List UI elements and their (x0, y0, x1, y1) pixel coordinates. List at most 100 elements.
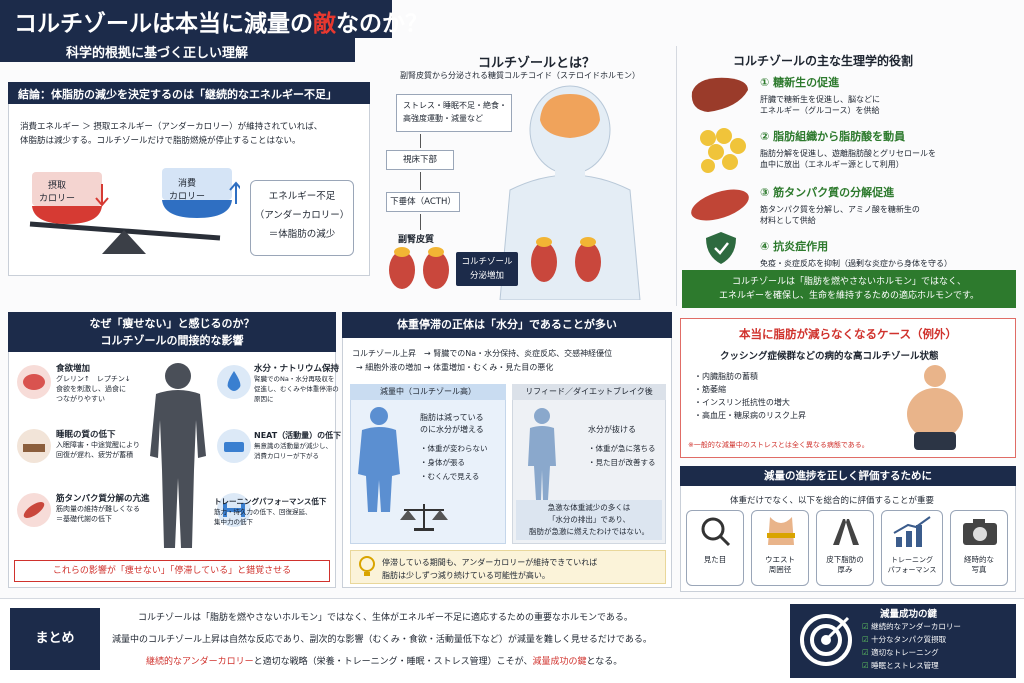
role-item: ① 糖新生の促進 肝臓で糖新生を促進し、脳などに エネルギー（グルコース）を供給 (760, 74, 880, 116)
keys-heading: 減量成功の鍵 (880, 609, 938, 620)
why-item: トレーニングパフォーマンス低下 筋力・持久力の低下、回復遅延、 集中力の低下 (214, 496, 326, 527)
why-item-title: トレーニングパフォーマンス低下 (214, 497, 327, 506)
callout-line: 急激な体重減少の多くは (547, 503, 631, 512)
stressor-line: ストレス・睡眠不足・絶食・ (403, 101, 507, 110)
why-heading-line: コルチゾールの間接的な影響 (100, 334, 244, 347)
flow-arrow (420, 134, 421, 148)
why-item-desc: 食欲を刺激し、過食に (56, 385, 126, 393)
summary-emphasis: 継続的なアンダーカロリー (146, 657, 254, 667)
muscle-fiber-icon (17, 493, 51, 527)
secretion-line: コルチゾール (461, 257, 513, 267)
silhouette-figure (150, 363, 206, 548)
assess-card-appearance: 見た目 (686, 510, 744, 586)
role-number: ③ (760, 186, 770, 199)
right-note: 水分が抜ける ・体重が急に落ちる ・見た目が改善する (588, 424, 656, 470)
magnifier-icon (701, 517, 731, 547)
page-title: コルチゾールは本当に減量の敵なのか？ (14, 4, 428, 38)
key-item: ☑ 継続的なアンダーカロリー (862, 620, 961, 633)
exception-item: ・インスリン抵抗性の増大 (694, 398, 790, 407)
deficit-line: （アンダーカロリー） (254, 210, 350, 221)
card-heading: 減量中（コルチゾール高） (350, 384, 506, 400)
intake-label: 摂取カロリー (37, 178, 77, 204)
bar-chart-icon (893, 516, 931, 547)
left-note-line: 脂肪は減っている (420, 413, 484, 422)
sofa-icon (217, 429, 251, 463)
left-bullet: ・身体が張る (420, 458, 465, 467)
divider (676, 46, 677, 306)
why-item-title: NEAT（活動量）の低下 (254, 431, 342, 440)
conclusion-text: 体脂肪は減少する。コルチゾールだけで脂肪燃焼が停止することはない。 (20, 136, 301, 146)
why-item-desc: つながりやすい (56, 395, 105, 403)
right-bullet: ・体重が急に落ちる (588, 444, 656, 453)
exception-subtitle: クッシング症候群などの病的な高コルチゾール状態 (720, 351, 939, 362)
why-item-desc: グレリン↑ レプチン↓ (56, 375, 131, 383)
why-item-desc: 入眠障害・中途覚醒により (56, 441, 140, 449)
what-heading: コルチゾールとは？ (478, 56, 596, 71)
key-item: ☑ 睡眠とストレス管理 (862, 659, 961, 672)
why-item-desc: 筋肉量の維持が難しくなる (56, 505, 140, 513)
exception-heading: 本当に脂肪が減らなくなるケース（例外） (739, 327, 957, 341)
shield-icon (706, 232, 736, 264)
pituitary-box: 下垂体（ACTH） (386, 192, 460, 212)
key-text: 十分なタンパク質摂取 (871, 635, 947, 644)
why-item-title: 睡眠の質の低下 (56, 430, 116, 440)
title-bar (0, 0, 392, 38)
title-part: コルチゾールは本当に減量の (14, 11, 313, 37)
why-item-desc: 無意識の活動量が減少し、 (254, 442, 332, 450)
why-heading: なぜ「痩せない」と感じるのか？ コルチゾールの間接的な影響 (8, 312, 336, 352)
flow-arrow (420, 214, 421, 230)
flow-arrow (420, 172, 421, 190)
title-part: なのか？ (336, 11, 428, 37)
callout-line: 脂肪が急激に燃えたわけではない。 (529, 527, 649, 536)
assess-card-performance: トレーニング パフォーマンス (881, 510, 943, 586)
water-flow: → 細胞外液の増加 → 体重増加・むくみ・見た目の悪化 (356, 363, 554, 372)
balance-scale-icon (29, 168, 240, 254)
key-text: 継続的なアンダーカロリー (871, 622, 961, 631)
check-icon: ☑ (862, 648, 869, 657)
deficit-line: エネルギー不足 (268, 191, 336, 202)
right-note-line: 水分が抜ける (588, 425, 636, 434)
summary-line: 継続的なアンダーカロリーと適切な戦略（栄養・トレーニング・睡眠・ストレス管理）こ… (146, 654, 622, 667)
card-heading: リフィード／ダイエットブレイク後 (512, 384, 666, 400)
burn-label-line: 消費 (177, 179, 196, 189)
swollen-body-figure (358, 407, 400, 512)
why-heading-line: なぜ「痩せない」と感じるのか？ (89, 317, 255, 330)
role-desc: 脂肪分解を促進し、遊離脂肪酸とグリセロールを (760, 149, 936, 158)
adrenal-label: 副腎皮質 (398, 235, 435, 245)
roles-banner: コルチゾールは「脂肪を燃やさないホルモン」ではなく、 エネルギーを確保し、生命を… (682, 270, 1016, 308)
hypothalamus-box: 視床下部 (386, 150, 454, 170)
why-item: 筋タンパク質分解の亢進 筋肉量の維持が難しくなる ＝基礎代謝の低下 (56, 492, 150, 524)
assess-label: 経時的な (964, 555, 994, 564)
summary-line: 減量中のコルチゾール上昇は自然な反応であり、副次的な影響（むくみ・食欲・活動量低… (112, 635, 652, 645)
why-item-desc: 促進し、むくみや体重停滞の (254, 385, 339, 393)
why-item-desc: 消費カロリーが下がる (254, 452, 319, 460)
exception-panel (680, 318, 1016, 458)
lightbulb-icon (359, 556, 375, 576)
banner-line: エネルギーを確保し、生命を維持するための適応ホルモンです。 (718, 291, 980, 301)
role-desc: 免疫・炎症反応を抑制（過剰な炎症から身体を守る） (760, 259, 952, 268)
why-item: NEAT（活動量）の低下 無意識の活動量が減少し、 消費カロリーが下がる (254, 430, 341, 461)
role-title: 抗炎症作用 (773, 240, 829, 253)
water-drop-icon (217, 365, 251, 399)
liver-icon (691, 77, 748, 112)
why-item-title: 水分・ナトリウム保持 (254, 364, 340, 374)
key-text: 適切なトレーニング (871, 648, 939, 657)
why-item: 水分・ナトリウム保持 腎臓でのNa・水分再吸収を 促進し、むくみや体重停滞の 原… (254, 362, 339, 404)
assess-card-waist: ウエスト 周囲径 (751, 510, 809, 586)
left-note-line: のに水分が増える (420, 425, 484, 434)
role-item: ④ 抗炎症作用 免疫・炎症反応を抑制（過剰な炎症から身体を守る） (760, 238, 952, 269)
right-bullet: ・見た目が改善する (588, 458, 656, 467)
role-number: ① (760, 76, 770, 89)
brain-icon (17, 365, 51, 399)
subtitle-bar (0, 38, 355, 62)
role-number: ② (760, 130, 770, 143)
role-title: 糖新生の促進 (773, 76, 840, 89)
intake-label-line: 摂取 (47, 181, 66, 191)
tip-box (350, 550, 666, 584)
why-item-title: 筋タンパク質分解の亢進 (56, 494, 150, 504)
muscle-icon (691, 189, 749, 221)
deficit-box: エネルギー不足 （アンダーカロリー） ＝体脂肪の減少 (250, 180, 354, 256)
assess-label: 厚み (837, 565, 853, 574)
water-heading: 体重停滞の正体は「水分」であることが多い (342, 312, 672, 338)
